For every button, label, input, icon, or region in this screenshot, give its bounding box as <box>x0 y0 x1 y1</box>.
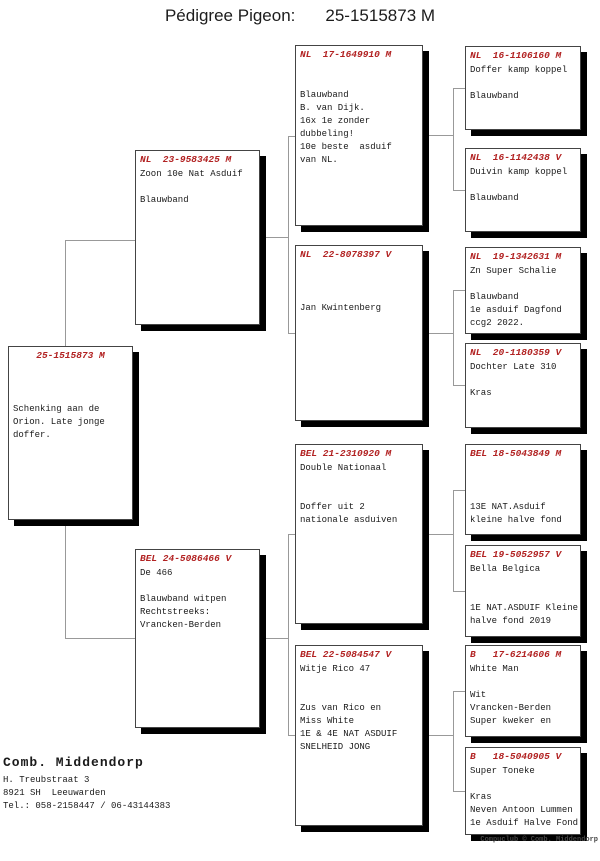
ring-number: NL 17-1649910 M <box>300 49 392 60</box>
ring-number: NL 16-1142438 V <box>470 152 562 163</box>
pigeon-notes: De 466 Blauwband witpen Rechtstreeks: Vr… <box>140 568 227 630</box>
connector-line <box>453 691 465 692</box>
pigeon-notes: White Man Wit Vrancken-Berden Super kwek… <box>470 664 552 726</box>
connector-line <box>423 534 453 535</box>
pigeon-notes: Schenking aan de Orion. Late jonge doffe… <box>13 404 105 440</box>
ring-number: NL 16-1106160 M <box>470 50 562 61</box>
ring-number: NL 20-1180359 V <box>470 347 562 358</box>
connector-line <box>260 638 288 639</box>
pigeon-notes: Jan Kwintenberg <box>300 303 382 313</box>
connector-line <box>288 136 295 137</box>
pedigree-box-greatgrandparent-2: NL 16-1142438 V Duivin kamp koppel Blauw… <box>465 148 581 232</box>
connector-line <box>453 290 465 291</box>
pedigree-box-greatgrandparent-4: NL 20-1180359 V Dochter Late 310 Kras <box>465 343 581 428</box>
connector-line <box>453 791 465 792</box>
ring-number: B 18-5040905 V <box>470 751 562 762</box>
connector-line <box>65 638 135 639</box>
connector-line <box>288 136 289 333</box>
ring-number: BEL 21-2310920 M <box>300 448 392 459</box>
connector-line <box>453 385 465 386</box>
ring-number: BEL 18-5043849 M <box>470 448 562 459</box>
connector-line <box>453 190 465 191</box>
ring-number: BEL 24-5086466 V <box>140 553 232 564</box>
connector-line <box>288 333 295 334</box>
owner-city: 8921 SH Leeuwarden <box>3 788 106 798</box>
pigeon-notes: Blauwband B. van Dijk. 16x 1e zonder dub… <box>300 90 392 165</box>
pedigree-box-granddam-paternal: NL 22-8078397 V Jan Kwintenberg <box>295 245 423 421</box>
pedigree-box-grandsire-maternal: BEL 21-2310920 M Double Nationaal Doffer… <box>295 444 423 624</box>
pigeon-notes: Zn Super Schalie Blauwband 1e asduif Dag… <box>470 266 562 328</box>
connector-line <box>453 490 454 591</box>
connector-line <box>65 240 66 346</box>
owner-phone: Tel.: 058-2158447 / 06-43144383 <box>3 801 171 811</box>
connector-line <box>423 333 453 334</box>
pigeon-notes: 13E NAT.Asduif kleine halve fond <box>470 502 562 525</box>
pigeon-notes: Doffer kamp koppel Blauwband <box>470 65 568 101</box>
pigeon-notes: Dochter Late 310 Kras <box>470 362 557 398</box>
ring-number: NL 23-9583425 M <box>140 154 232 165</box>
title-ring-number: 25-1515873 M <box>325 6 436 25</box>
pedigree-box-greatgrandparent-3: NL 19-1342631 M Zn Super Schalie Blauwba… <box>465 247 581 334</box>
pigeon-notes: Zoon 10e Nat Asduif Blauwband <box>140 169 243 205</box>
pedigree-box-sire: NL 23-9583425 M Zoon 10e Nat Asduif Blau… <box>135 150 260 325</box>
pedigree-box-greatgrandparent-8: B 18-5040905 V Super Toneke Kras Neven A… <box>465 747 581 835</box>
pedigree-box-dam: BEL 24-5086466 V De 466 Blauwband witpen… <box>135 549 260 728</box>
ring-number: NL 19-1342631 M <box>470 251 562 262</box>
connector-line <box>453 88 465 89</box>
connector-line <box>453 591 465 592</box>
connector-line <box>65 520 66 638</box>
page-title: Pédigree Pigeon: 25-1515873 M <box>0 6 600 26</box>
pigeon-notes: Double Nationaal Doffer uit 2 nationale … <box>300 463 398 525</box>
connector-line <box>453 88 454 190</box>
ring-number: B 17-6214606 M <box>470 649 562 660</box>
connector-line <box>453 490 465 491</box>
title-label: Pédigree Pigeon: <box>164 6 296 25</box>
connector-line <box>288 534 295 535</box>
owner-name: Comb. Middendorp <box>3 755 144 770</box>
ring-number: BEL 19-5052957 V <box>470 549 562 560</box>
pedigree-box-greatgrandparent-6: BEL 19-5052957 V Bella Belgica 1E NAT.AS… <box>465 545 581 637</box>
connector-line <box>453 290 454 385</box>
pedigree-box-greatgrandparent-5: BEL 18-5043849 M 13E NAT.Asduif kleine h… <box>465 444 581 535</box>
owner-details: Comb. Middendorp H. Treubstraat 3 8921 S… <box>3 755 170 813</box>
connector-line <box>288 735 295 736</box>
pedigree-box-grandsire-paternal: NL 17-1649910 M Blauwband B. van Dijk. 1… <box>295 45 423 226</box>
connector-line <box>453 691 454 791</box>
pedigree-box-granddam-maternal: BEL 22-5084547 V Witje Rico 47 Zus van R… <box>295 645 423 826</box>
owner-street: H. Treubstraat 3 <box>3 775 90 785</box>
pigeon-notes: Duivin kamp koppel Blauwband <box>470 167 568 203</box>
pigeon-notes: Bella Belgica 1E NAT.ASDUIF Kleine halve… <box>470 564 579 626</box>
ring-number: NL 22-8078397 V <box>300 249 392 260</box>
connector-line <box>65 240 135 241</box>
connector-line <box>288 534 289 735</box>
connector-line <box>423 735 453 736</box>
pigeon-notes: Super Toneke Kras Neven Antoon Lummen 1e… <box>470 766 579 828</box>
ring-number: BEL 22-5084547 V <box>300 649 392 660</box>
connector-line <box>260 237 288 238</box>
ring-number: 25-1515873 M <box>36 350 105 361</box>
pedigree-box-greatgrandparent-1: NL 16-1106160 M Doffer kamp koppel Blauw… <box>465 46 581 130</box>
connector-line <box>423 135 453 136</box>
pigeon-notes: Witje Rico 47 Zus van Rico en Miss White… <box>300 664 398 752</box>
pedigree-box-subject: 25-1515873 M Schenking aan de Orion. Lat… <box>8 346 133 520</box>
pedigree-box-greatgrandparent-7: B 17-6214606 M White Man Wit Vrancken-Be… <box>465 645 581 737</box>
software-credit: Compuclub © Comb. Middendorp <box>480 836 598 844</box>
